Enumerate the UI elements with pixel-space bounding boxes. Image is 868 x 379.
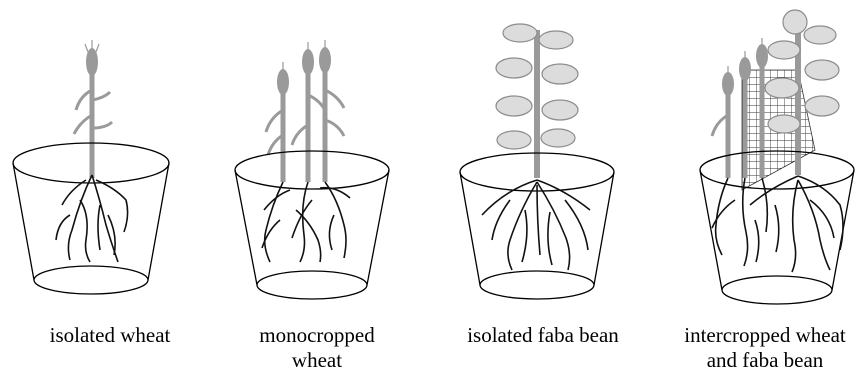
caption-isolated-faba-bean: isolated faba bean (438, 323, 648, 348)
wheat-plant-icon (74, 40, 112, 178)
roots-icon (482, 180, 590, 270)
roots-icon (262, 182, 350, 262)
caption-line: monocropped (232, 323, 402, 348)
panel-isolated-faba-bean (460, 24, 614, 299)
caption-line: and faba bean (666, 348, 864, 373)
caption-line: wheat (232, 348, 402, 373)
wheat-plant-icon (712, 66, 734, 178)
caption-intercropped: intercropped wheat and faba bean (666, 323, 864, 373)
panel-monocropped-wheat (235, 40, 389, 299)
wheat-plant-icon (266, 62, 289, 182)
panel-isolated-wheat (13, 40, 169, 294)
panel-intercropped (700, 10, 854, 304)
caption-line: isolated wheat (20, 323, 200, 348)
caption-monocropped-wheat: monocropped wheat (232, 323, 402, 373)
roots-icon (56, 175, 128, 262)
caption-line: isolated faba bean (438, 323, 648, 348)
wheat-plant-icon (319, 40, 344, 182)
caption-line: intercropped wheat (666, 323, 864, 348)
caption-isolated-wheat: isolated wheat (20, 323, 200, 348)
pot-icon (235, 151, 389, 299)
roots-icon (712, 176, 843, 272)
